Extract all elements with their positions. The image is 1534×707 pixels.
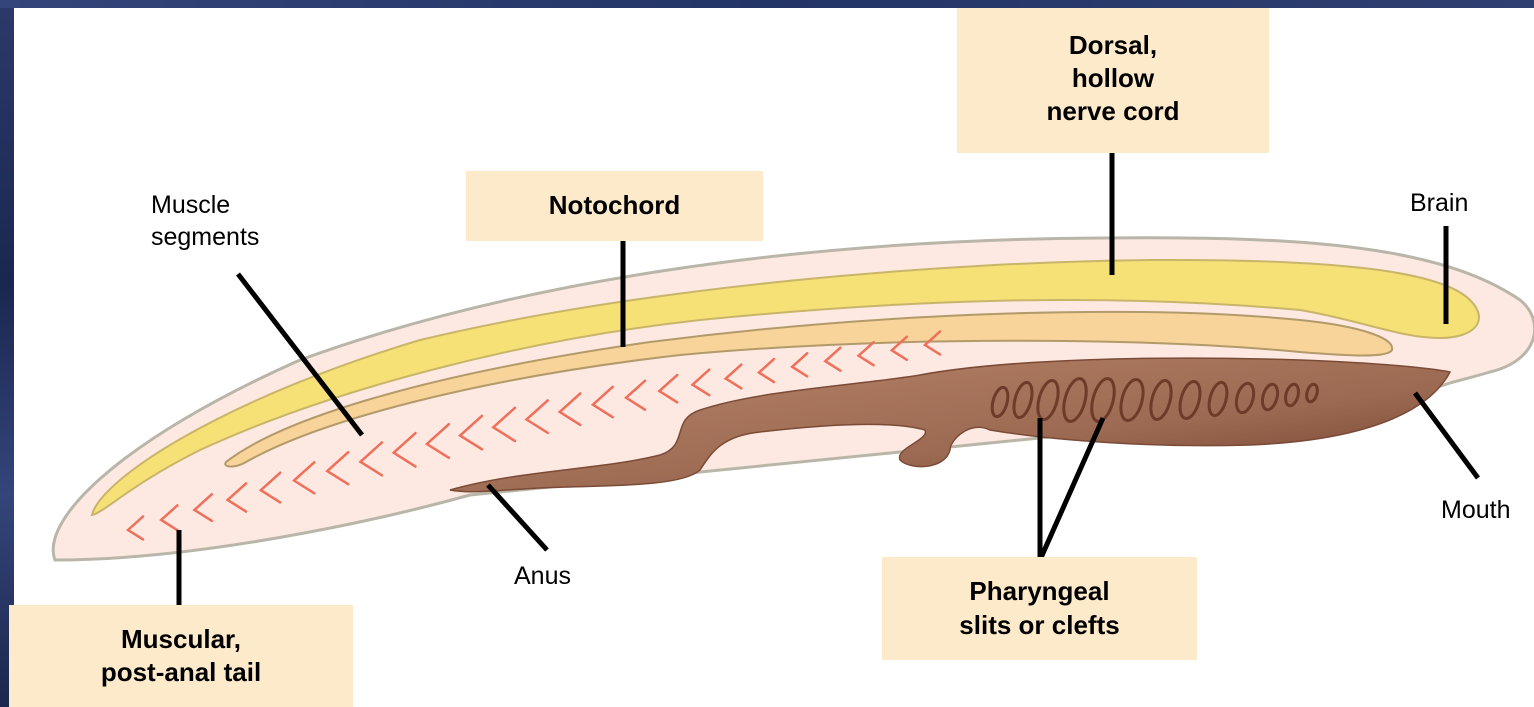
- label-brain: Brain: [1410, 188, 1468, 220]
- leader-mouth: [1415, 393, 1478, 478]
- label-dorsal-nerve-cord: Dorsal, hollow nerve cord: [957, 8, 1269, 153]
- label-pharyngeal-slits-text: Pharyngeal slits or clefts: [959, 575, 1119, 641]
- label-pharyngeal-slits: Pharyngeal slits or clefts: [882, 557, 1197, 660]
- label-mouth: Mouth: [1441, 495, 1510, 527]
- label-anus: Anus: [514, 561, 571, 593]
- label-notochord: Notochord: [466, 171, 763, 241]
- leader-anus: [488, 485, 547, 550]
- label-dorsal-nerve-cord-text: Dorsal, hollow nerve cord: [1047, 29, 1180, 128]
- label-muscle-segments: Muscle segments: [151, 190, 259, 254]
- label-notochord-text: Notochord: [549, 189, 680, 222]
- label-post-anal-tail: Muscular, post-anal tail: [9, 605, 353, 707]
- label-post-anal-tail-text: Muscular, post-anal tail: [101, 623, 261, 689]
